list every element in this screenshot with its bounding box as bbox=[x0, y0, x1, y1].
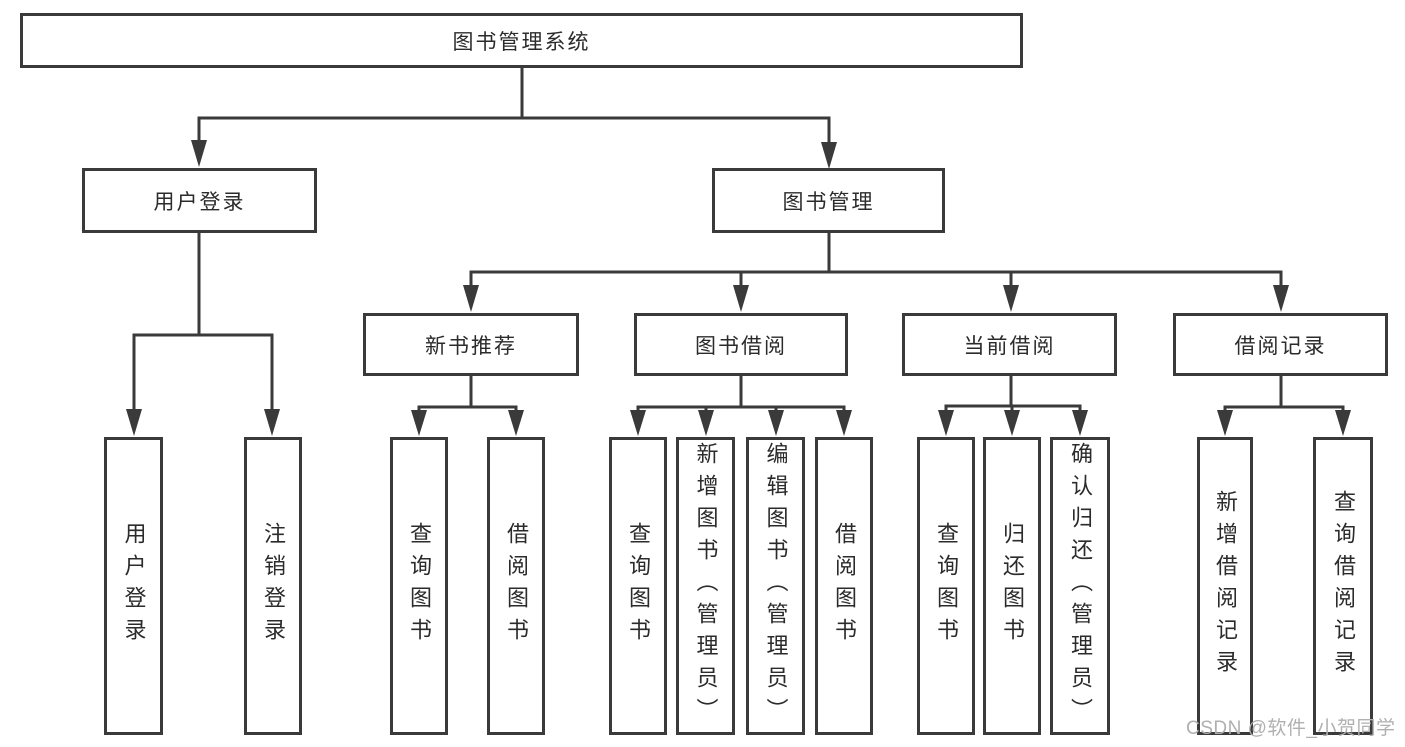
node-book-management: 图书管理 bbox=[712, 168, 945, 233]
watermark: CSDN @软件_小贺同学 bbox=[1186, 718, 1396, 739]
node-book-borrow: 图书借阅 bbox=[634, 313, 848, 376]
leaf-borrow-books: 借阅图书 bbox=[815, 437, 873, 735]
leaf-current-query-books: 查询图书 bbox=[917, 437, 975, 735]
leaf-edit-books-admin: 编辑图书（管理员） bbox=[746, 437, 805, 735]
node-new-book-recommend: 新书推荐 bbox=[363, 313, 579, 376]
leaf-borrow-query-books: 查询图书 bbox=[609, 437, 667, 735]
arrowheads bbox=[126, 140, 1351, 436]
leaf-recommend-query-books: 查询图书 bbox=[390, 437, 448, 735]
leaf-add-books-admin: 新增图书（管理员） bbox=[676, 437, 735, 735]
leaf-user-login: 用户登录 bbox=[104, 437, 163, 735]
node-library-management-system: 图书管理系统 bbox=[20, 13, 1023, 68]
leaf-recommend-borrow-books: 借阅图书 bbox=[487, 437, 545, 735]
leaf-confirm-return-admin: 确认归还（管理员） bbox=[1050, 437, 1110, 735]
node-borrow-records: 借阅记录 bbox=[1173, 313, 1388, 376]
leaf-logout: 注销登录 bbox=[244, 437, 302, 735]
leaf-query-borrow-record: 查询借阅记录 bbox=[1313, 437, 1373, 735]
leaf-add-borrow-record: 新增借阅记录 bbox=[1197, 437, 1253, 735]
node-current-borrow: 当前借阅 bbox=[902, 313, 1117, 376]
leaf-return-books: 归还图书 bbox=[983, 437, 1041, 735]
node-user-login: 用户登录 bbox=[82, 168, 317, 233]
